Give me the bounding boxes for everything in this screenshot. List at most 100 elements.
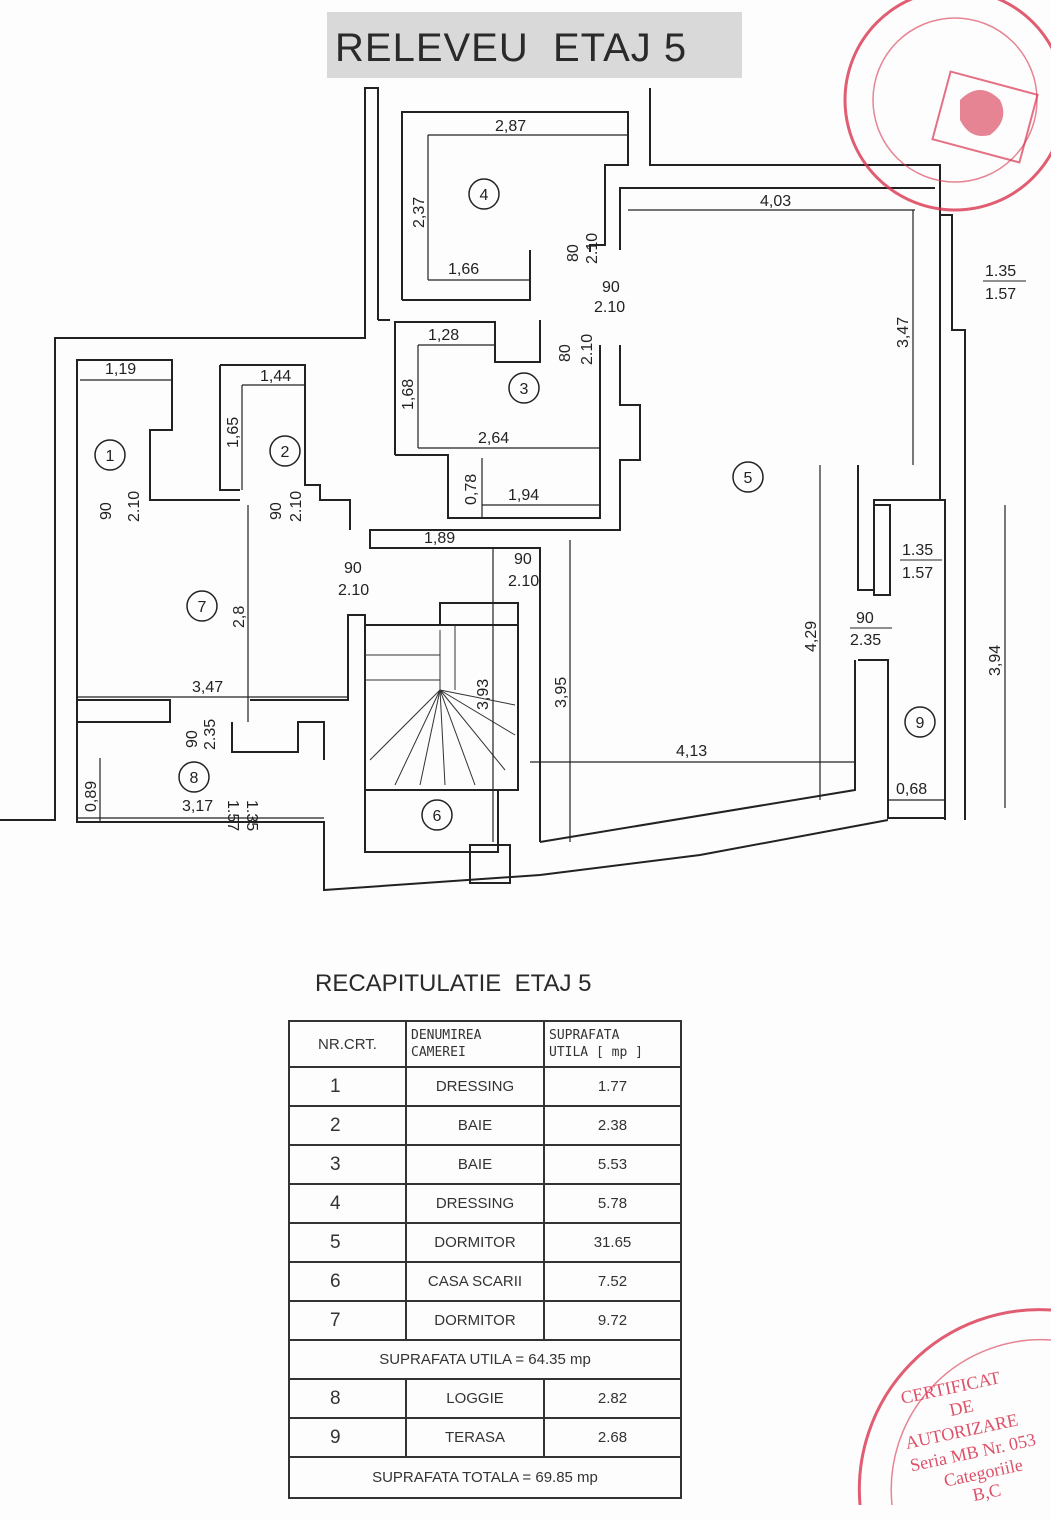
- row-nr: 8: [290, 1380, 407, 1419]
- room-number-circles: [94, 178, 936, 831]
- row-nr: 9: [290, 1419, 407, 1458]
- row-name: TERASA: [407, 1419, 545, 1458]
- dim-label: 3,93: [475, 679, 492, 710]
- dim-label: 90: [184, 730, 201, 748]
- row-nr: 1: [290, 1068, 407, 1107]
- row-name: DORMITOR: [407, 1224, 545, 1263]
- dim-label: 90: [98, 502, 115, 520]
- dim-label: 3,95: [553, 677, 570, 708]
- dim-label: 3,17: [182, 798, 213, 815]
- page-title: RELEVEU ETAJ 5: [335, 26, 688, 70]
- dim-label: 2.10: [288, 491, 305, 522]
- dim-label: 0,89: [83, 781, 100, 812]
- room-4-label: 4: [480, 187, 489, 204]
- row-area: 9.72: [545, 1302, 680, 1341]
- dim-label: 2.10: [508, 573, 539, 590]
- row-area: 5.53: [545, 1146, 680, 1185]
- dim-label: 1.35: [902, 542, 933, 559]
- dim-label: 80: [557, 344, 574, 362]
- dim-label: 2.10: [584, 233, 601, 264]
- cadastre-stamp: [843, 0, 1051, 212]
- room-5-label: 5: [744, 470, 753, 487]
- dim-label: 1,19: [105, 361, 136, 378]
- dimension-lines: [77, 134, 1006, 842]
- row-nr: 3: [290, 1146, 407, 1185]
- room-8-label: 8: [190, 770, 199, 787]
- room-numbers: 1 2 3 4 5 6 7 8 9: [106, 187, 925, 825]
- svg-text:DE: DE: [948, 1395, 976, 1420]
- recap-title: RECAPITULATIE ETAJ 5: [315, 970, 592, 997]
- dim-label: 2.35: [850, 632, 881, 649]
- subtotal-text: SUPRAFATA UTILA = 64.35 mp: [290, 1341, 680, 1380]
- dim-label: 4,29: [803, 621, 820, 652]
- dim-label: 1.35: [243, 800, 260, 831]
- recap-table: NR.CRT. DENUMIREA CAMEREI SUPRAFATA UTILA …: [288, 1020, 682, 1499]
- dim-label: 3,47: [192, 679, 223, 696]
- dim-label: 1.57: [985, 286, 1016, 303]
- dim-label: 2.10: [594, 299, 625, 316]
- dim-label: 1,65: [225, 417, 242, 448]
- dim-label: 2,8: [231, 606, 248, 628]
- walls: [0, 87, 966, 892]
- dim-label: 2,87: [495, 118, 526, 135]
- dim-label: 90: [514, 551, 532, 568]
- dim-label: 80: [565, 244, 582, 262]
- dim-label: 2.35: [202, 719, 219, 750]
- row-name: BAIE: [407, 1107, 545, 1146]
- dim-label: 2.10: [579, 334, 596, 365]
- stair-treads: [365, 625, 516, 786]
- dim-label: 1.57: [902, 565, 933, 582]
- dim-label: 2.10: [338, 582, 369, 599]
- room-6-label: 6: [433, 808, 442, 825]
- row-name: DRESSING: [407, 1185, 545, 1224]
- dim-label: 90: [344, 560, 362, 577]
- row-name: DORMITOR: [407, 1302, 545, 1341]
- dim-label: 2.10: [126, 491, 143, 522]
- row-area: 5.78: [545, 1185, 680, 1224]
- dim-label: 1,89: [424, 530, 455, 547]
- row-name: BAIE: [407, 1146, 545, 1185]
- row-area: 31.65: [545, 1224, 680, 1263]
- row-area: 2.68: [545, 1419, 680, 1458]
- dim-label: 1,28: [428, 327, 459, 344]
- row-nr: 2: [290, 1107, 407, 1146]
- room-1-label: 1: [106, 448, 115, 465]
- row-nr: 7: [290, 1302, 407, 1341]
- dim-label: 1,68: [400, 379, 417, 410]
- dim-label: 1.57: [224, 800, 241, 831]
- room-9-label: 9: [916, 715, 925, 732]
- dim-label: 1,66: [448, 261, 479, 278]
- row-name: CASA SCARII: [407, 1263, 545, 1302]
- dim-label: 4,03: [760, 193, 791, 210]
- header-area-line1: SUPRAFATA: [549, 1028, 620, 1043]
- header-name: DENUMIREA CAMEREI: [407, 1022, 545, 1068]
- row-area: 2.82: [545, 1380, 680, 1419]
- authorization-stamp: CERTIFICAT DE AUTORIZARE Seria MB Nr. 05…: [857, 1308, 1051, 1505]
- row-nr: 4: [290, 1185, 407, 1224]
- dim-label: 1,94: [508, 487, 539, 504]
- header-name-line1: DENUMIREA: [411, 1028, 482, 1043]
- total-text: SUPRAFATA TOTALA = 69.85 mp: [372, 1469, 598, 1486]
- dim-label: 0,68: [896, 781, 927, 798]
- header-area-line2: UTILA [ mp ]: [549, 1045, 643, 1060]
- room-7-label: 7: [198, 599, 207, 616]
- dim-label: 0,78: [463, 474, 480, 505]
- header-name-line2: CAMEREI: [411, 1045, 466, 1060]
- header-area: SUPRAFATA UTILA [ mp ]: [545, 1022, 680, 1068]
- dim-label: 1,44: [260, 368, 291, 385]
- row-area: 1.77: [545, 1068, 680, 1107]
- dim-label: 90: [602, 279, 620, 296]
- header-nr: NR.CRT.: [290, 1022, 407, 1068]
- title-background: [327, 12, 742, 78]
- dim-label: 90: [856, 610, 874, 627]
- row-nr: 6: [290, 1263, 407, 1302]
- dim-label: 4,13: [676, 743, 707, 760]
- dim-label: 2,64: [478, 430, 509, 447]
- room-3-label: 3: [520, 381, 529, 398]
- room-2-label: 2: [281, 444, 290, 461]
- dim-label: 90: [268, 502, 285, 520]
- row-area: 7.52: [545, 1263, 680, 1302]
- floor-plan: 1 2 3 4 5 6 7 8 9 2,87 2,37 1,66 80 2.10…: [0, 87, 1026, 892]
- row-area: 2.38: [545, 1107, 680, 1146]
